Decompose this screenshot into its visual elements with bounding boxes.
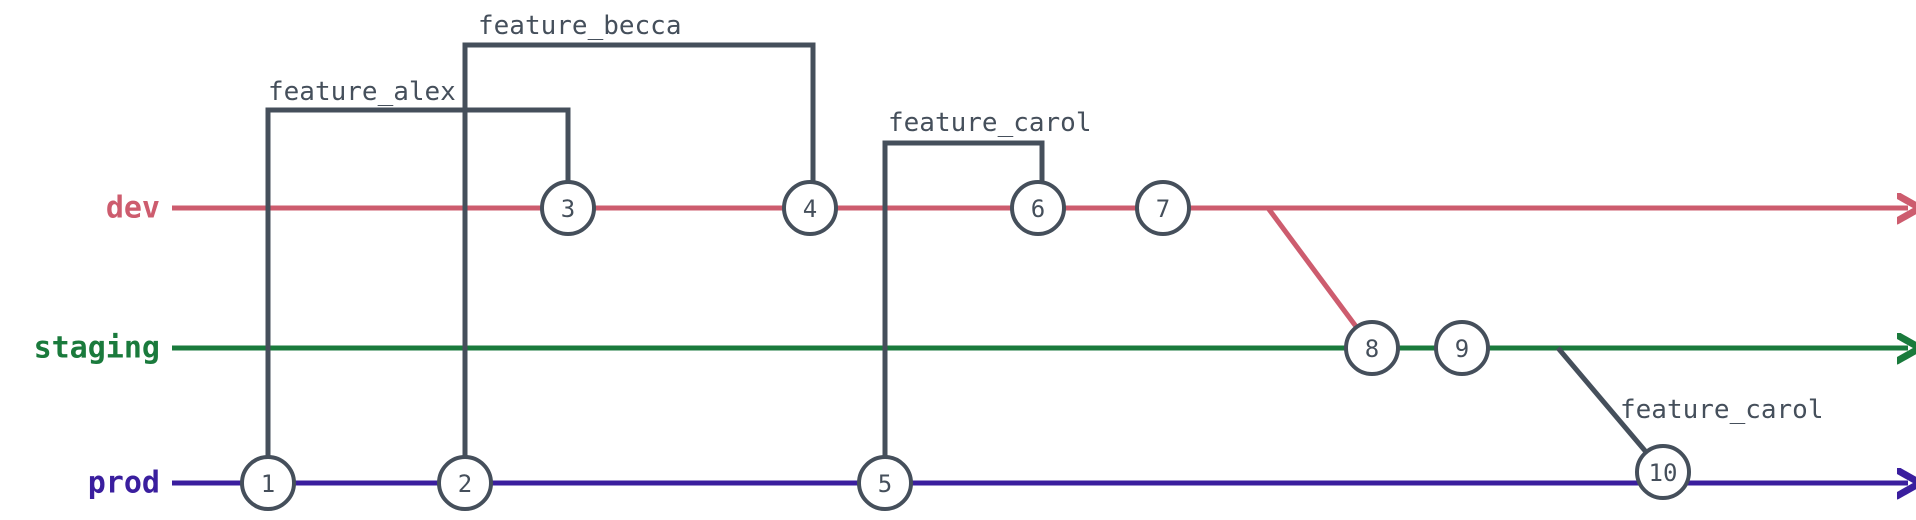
- commit-circle[interactable]: [782, 180, 838, 236]
- commit-node[interactable]: 2: [437, 455, 493, 511]
- commit-label: 8: [1365, 335, 1379, 363]
- commit-label: 9: [1455, 335, 1469, 363]
- lane-lines-group: [172, 208, 1908, 483]
- commit-circle[interactable]: [857, 455, 913, 511]
- branch-label-feature-carol-merge: feature_carol: [1620, 395, 1824, 425]
- commit-label: 2: [458, 470, 472, 498]
- branch-label-feature-alex: feature_alex: [268, 77, 456, 107]
- commit-label: 7: [1156, 195, 1170, 223]
- commit-node[interactable]: 5: [857, 455, 913, 511]
- commit-label: 10: [1649, 459, 1678, 487]
- commit-circle[interactable]: [1344, 320, 1400, 376]
- commit-node[interactable]: 7: [1135, 180, 1191, 236]
- branch-path-feature-alex: [265, 107, 571, 483]
- branch-paths-group: [265, 42, 1045, 483]
- commit-node[interactable]: 1: [240, 455, 296, 511]
- lane-label-prod: prod: [88, 466, 160, 501]
- commit-label: 6: [1031, 195, 1045, 223]
- commit-circle[interactable]: [1010, 180, 1066, 236]
- commit-node[interactable]: 6: [1010, 180, 1066, 236]
- commit-circle[interactable]: [540, 180, 596, 236]
- commit-label: 3: [561, 195, 575, 223]
- merge-line-dev-to-staging: [1265, 206, 1375, 350]
- commit-circle[interactable]: [240, 455, 296, 511]
- branch-label-feature-becca: feature_becca: [478, 11, 682, 41]
- lane-labels-group: dev staging prod: [34, 191, 160, 501]
- commit-node[interactable]: 3: [540, 180, 596, 236]
- branch-path-feature-becca: [462, 42, 816, 483]
- commit-node[interactable]: 8: [1344, 320, 1400, 376]
- lane-label-dev: dev: [106, 191, 160, 226]
- commit-node[interactable]: 9: [1434, 320, 1490, 376]
- commit-node[interactable]: 10: [1635, 444, 1691, 500]
- commit-nodes-group: 1 2 3 4 5 6 7: [240, 180, 1691, 511]
- branch-labels-group: feature_alex feature_becca feature_carol…: [268, 11, 1824, 425]
- lane-label-staging: staging: [34, 331, 160, 366]
- commit-node[interactable]: 4: [782, 180, 838, 236]
- branch-label-feature-carol: feature_carol: [888, 108, 1092, 138]
- commit-circle[interactable]: [1434, 320, 1490, 376]
- commit-circle[interactable]: [1135, 180, 1191, 236]
- commit-label: 4: [803, 195, 817, 223]
- commit-circle[interactable]: [437, 455, 493, 511]
- commit-label: 1: [261, 470, 275, 498]
- commit-label: 5: [878, 470, 892, 498]
- commit-circle[interactable]: [1635, 444, 1691, 500]
- branch-path-feature-carol: [882, 140, 1045, 483]
